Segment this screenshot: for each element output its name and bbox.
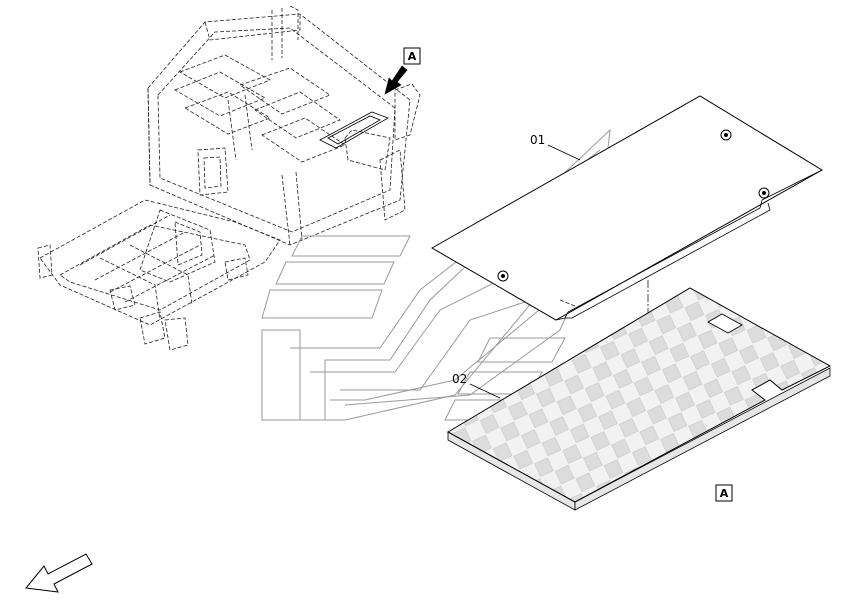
orientation-arrow-icon (25, 553, 93, 593)
callout-02-label: 02 (452, 372, 467, 386)
fastener-nut-01 (720, 129, 732, 141)
view-marker-a-top-label: A (408, 50, 417, 63)
cover-plate-part-01 (430, 95, 823, 321)
callout-01-label: 01 (530, 133, 545, 147)
machine-frame-assembly (37, 5, 421, 351)
callout-01: 01 (530, 133, 581, 161)
fastener-nut-02 (758, 187, 770, 199)
fastener-nut-03 (497, 270, 509, 282)
checker-plate-part-02 (446, 287, 832, 511)
view-marker-a-bottom: A (715, 484, 733, 502)
view-marker-a-bottom-label: A (720, 487, 729, 500)
view-marker-a-top: A (403, 47, 421, 65)
arrow-down-left-icon (384, 65, 408, 95)
callout-02: 02 (452, 372, 501, 399)
